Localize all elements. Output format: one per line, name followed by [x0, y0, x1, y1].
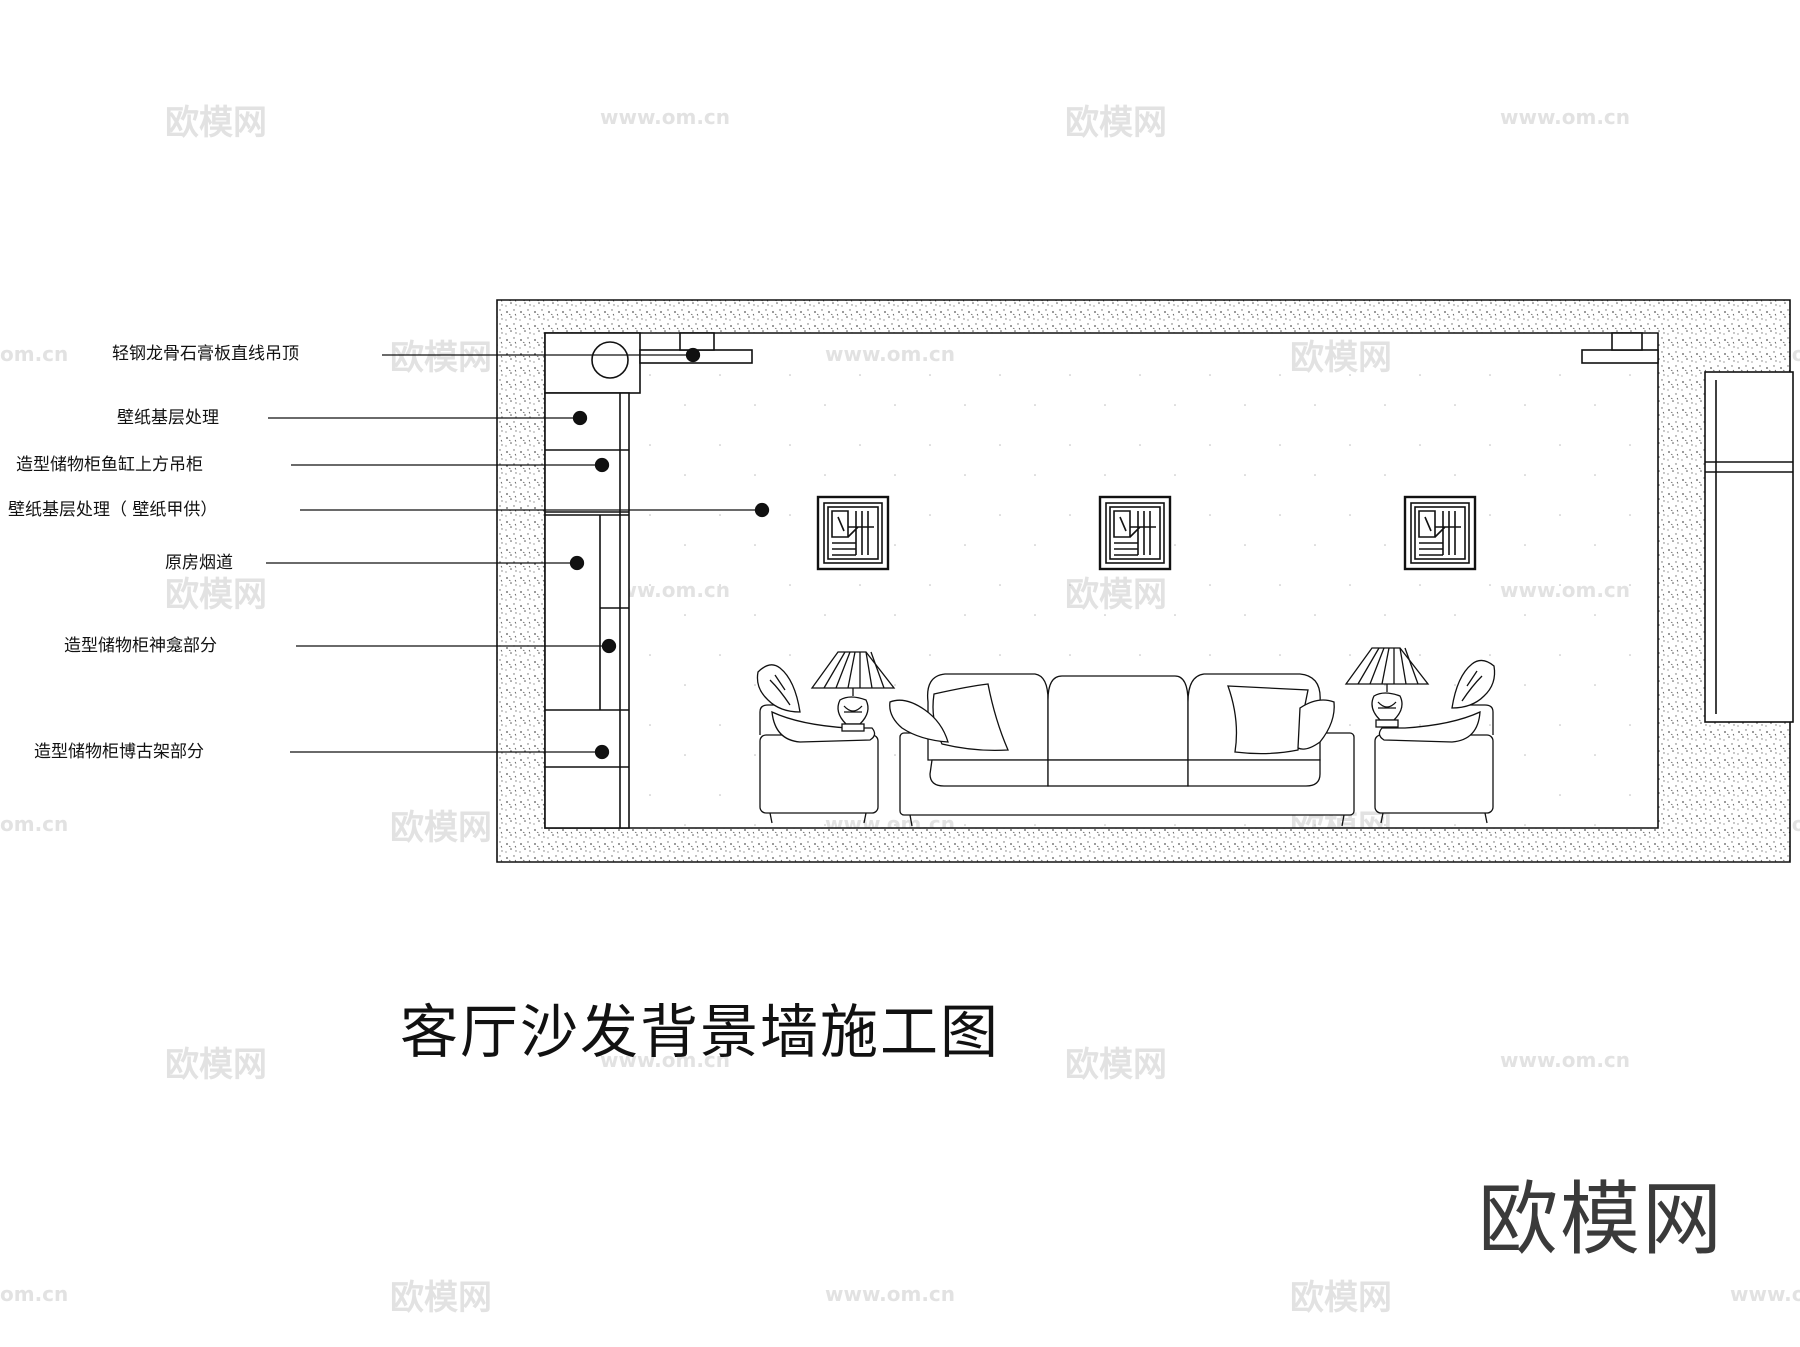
storage-cabinet — [544, 392, 630, 829]
picture-frame-3 — [1403, 495, 1477, 571]
leader-dot-c1 — [685, 347, 701, 363]
three-seat-sofa — [889, 673, 1355, 827]
brand-logo: 欧模网 — [1478, 1173, 1724, 1266]
callout-label-flue: 原房烟道 — [165, 553, 233, 573]
table-lamp-right — [1344, 647, 1430, 728]
callout-label-wallpaper-supplied: 壁纸基层处理（ 壁纸甲供） — [8, 500, 218, 520]
callout-leaders — [266, 347, 770, 760]
leader-dot-c6 — [601, 638, 617, 654]
callout-label-wallpaper-base: 壁纸基层处理 — [117, 408, 219, 428]
armchair-right — [1374, 659, 1496, 824]
callout-label-upper-cabinet: 造型储物柜鱼缸上方吊柜 — [16, 455, 203, 475]
callout-label-shrine: 造型储物柜神龛部分 — [64, 636, 217, 656]
leader-dot-c2 — [572, 410, 588, 426]
picture-frame-2 — [1098, 495, 1172, 571]
picture-frame-1 — [816, 495, 890, 571]
armchair-left — [756, 664, 879, 824]
leader-dot-c3 — [594, 457, 610, 473]
leader-dot-c7 — [594, 744, 610, 760]
drawing-title: 客厅沙发背景墙施工图 — [400, 998, 1001, 1066]
callout-label-curio-shelf: 造型储物柜博古架部分 — [34, 742, 204, 762]
leader-dot-c4 — [754, 502, 770, 518]
right-window-frame — [1704, 371, 1794, 723]
table-lamp-left — [810, 651, 896, 732]
ceiling-light-icon — [591, 341, 629, 379]
leader-dot-c5 — [569, 555, 585, 571]
callout-label-ceiling: 轻钢龙骨石膏板直线吊顶 — [112, 344, 299, 364]
